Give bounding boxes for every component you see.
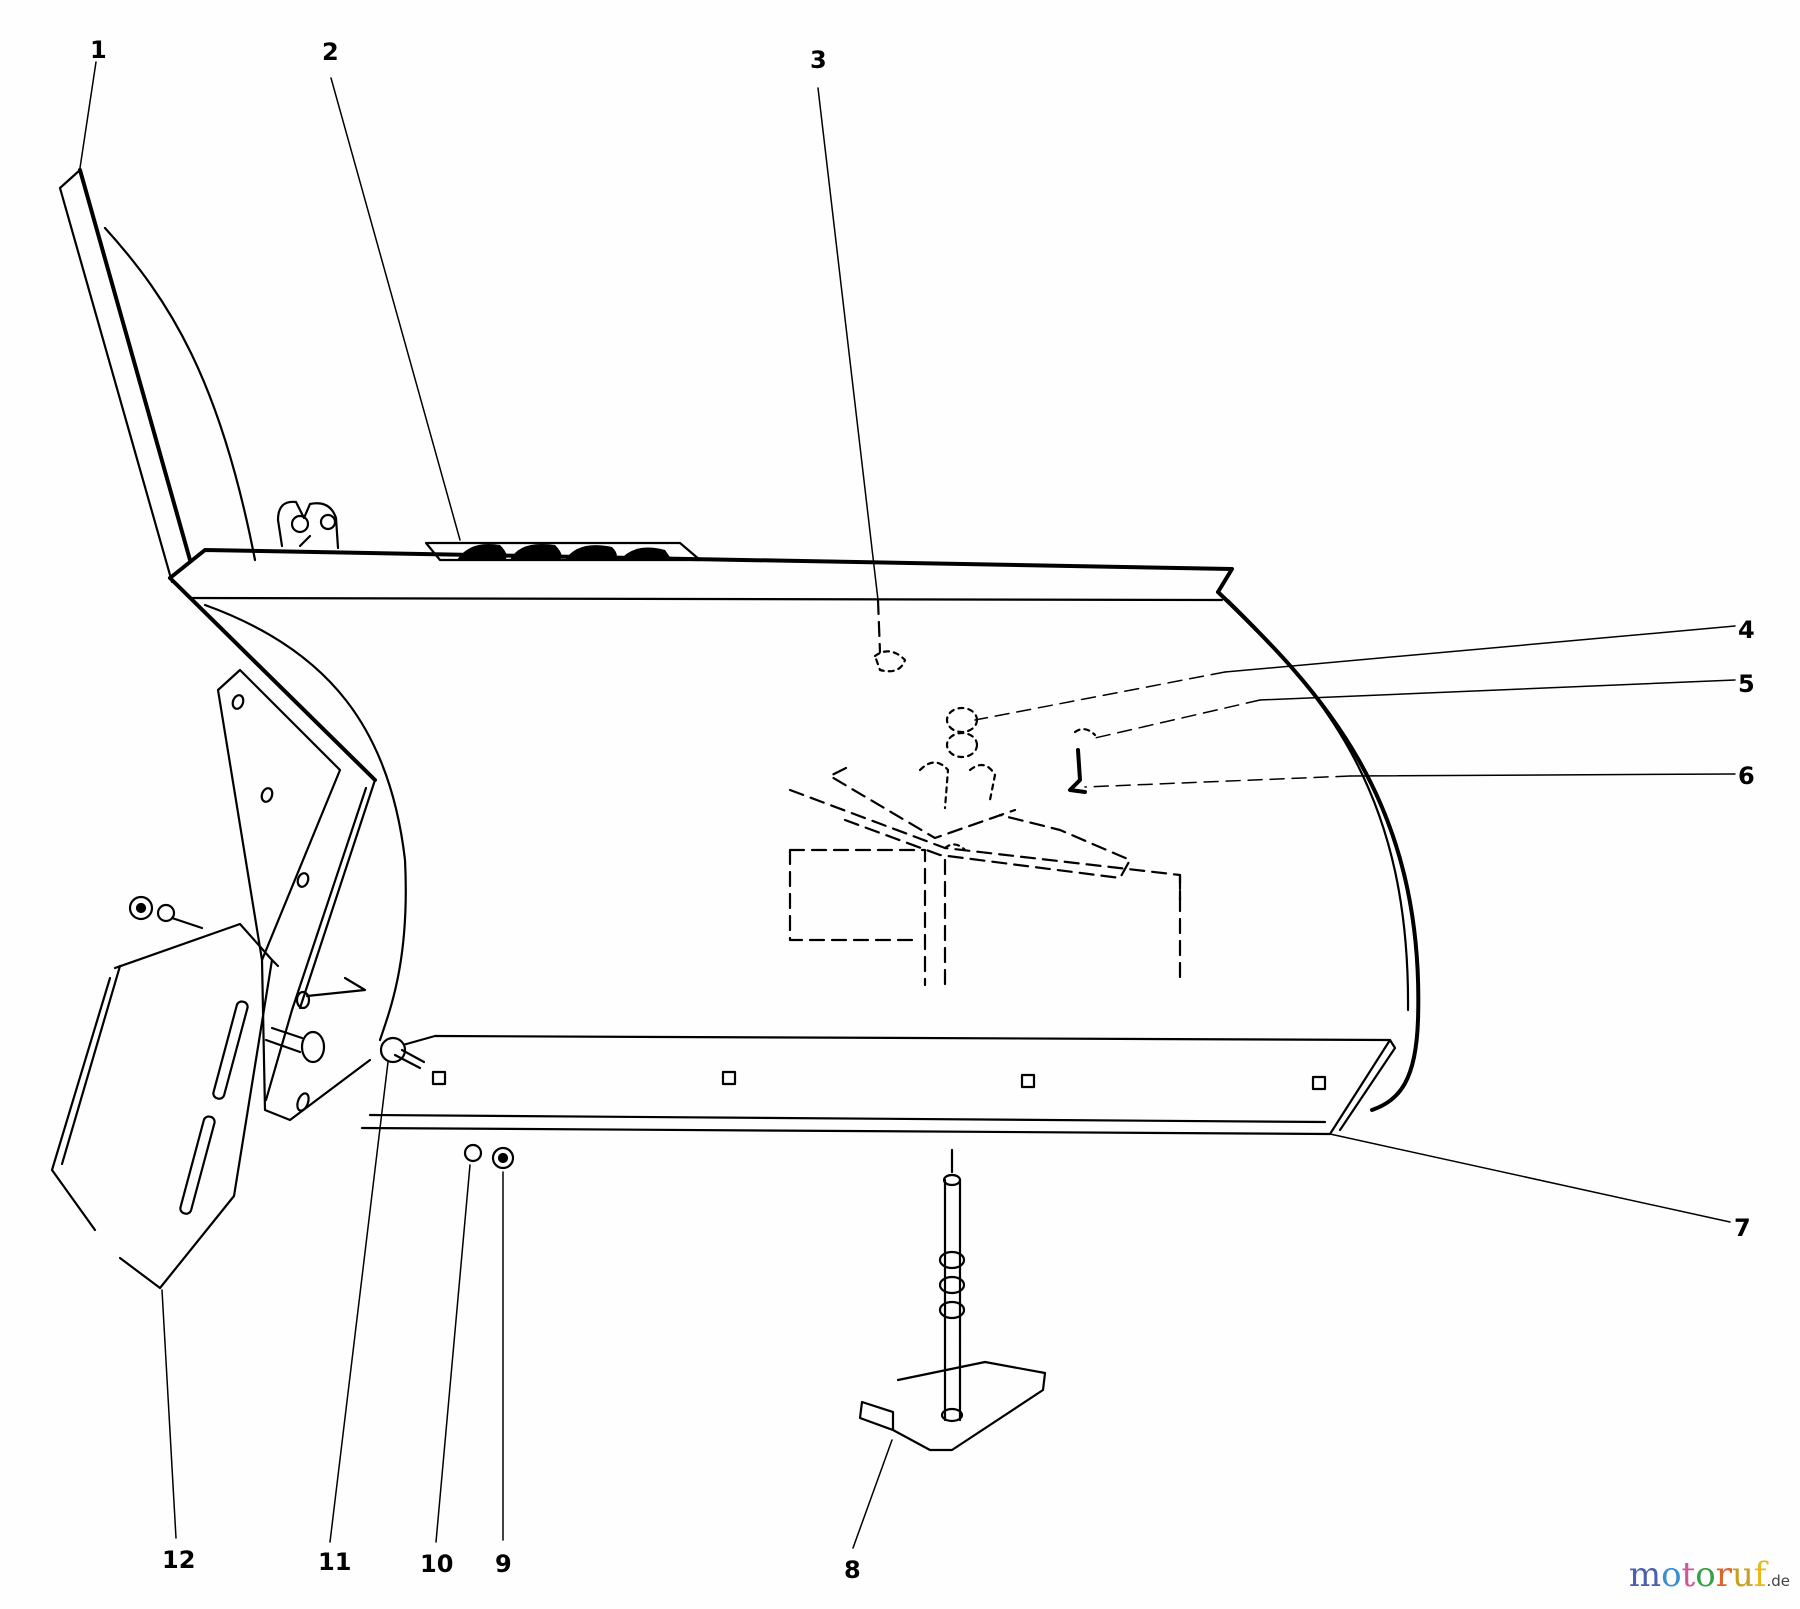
watermark-logo: motoruf.de — [1629, 1555, 1790, 1595]
callout-6: 6 — [1738, 762, 1755, 790]
part-8-skid-shoe — [858, 1148, 1047, 1452]
part-1-deflector-wing — [58, 168, 257, 584]
hidden-mount-frame — [788, 598, 1182, 987]
watermark-letter: o — [1661, 1555, 1682, 1595]
callout-12: 12 — [162, 1546, 195, 1574]
hinge-bracket — [276, 500, 340, 550]
callout-2: 2 — [322, 38, 339, 66]
side-plate-bolt — [264, 1026, 326, 1064]
callout-5: 5 — [1738, 670, 1755, 698]
callout-10: 10 — [420, 1550, 453, 1578]
callout-4: 4 — [1738, 616, 1755, 644]
watermark-letter: r — [1715, 1555, 1732, 1595]
callout-labels: 1 2 3 4 5 6 7 8 9 10 11 12 — [90, 36, 1755, 1584]
callout-11: 11 — [318, 1548, 351, 1576]
watermark-letter: m — [1628, 1555, 1662, 1595]
watermark-letter: f — [1753, 1555, 1767, 1595]
part-12-skid-plate — [50, 895, 280, 1290]
moldboard-blade — [168, 548, 1421, 1112]
watermark-letter: o — [1695, 1555, 1716, 1595]
callout-9: 9 — [495, 1550, 512, 1578]
part-7-cutting-edge — [360, 1034, 1397, 1136]
side-mount-plate — [216, 668, 372, 1122]
watermark-letter: t — [1681, 1555, 1696, 1595]
callout-8: 8 — [844, 1556, 861, 1584]
callout-7: 7 — [1734, 1214, 1751, 1242]
watermark-tld: .de — [1766, 1572, 1790, 1590]
watermark-letter: u — [1731, 1555, 1754, 1595]
part-11-carriage-bolt — [379, 1036, 426, 1070]
callout-3: 3 — [810, 46, 827, 74]
parts-9-10-nut-washer — [463, 1143, 515, 1170]
callout-1: 1 — [90, 36, 107, 64]
leader-lines — [79, 61, 1736, 1549]
